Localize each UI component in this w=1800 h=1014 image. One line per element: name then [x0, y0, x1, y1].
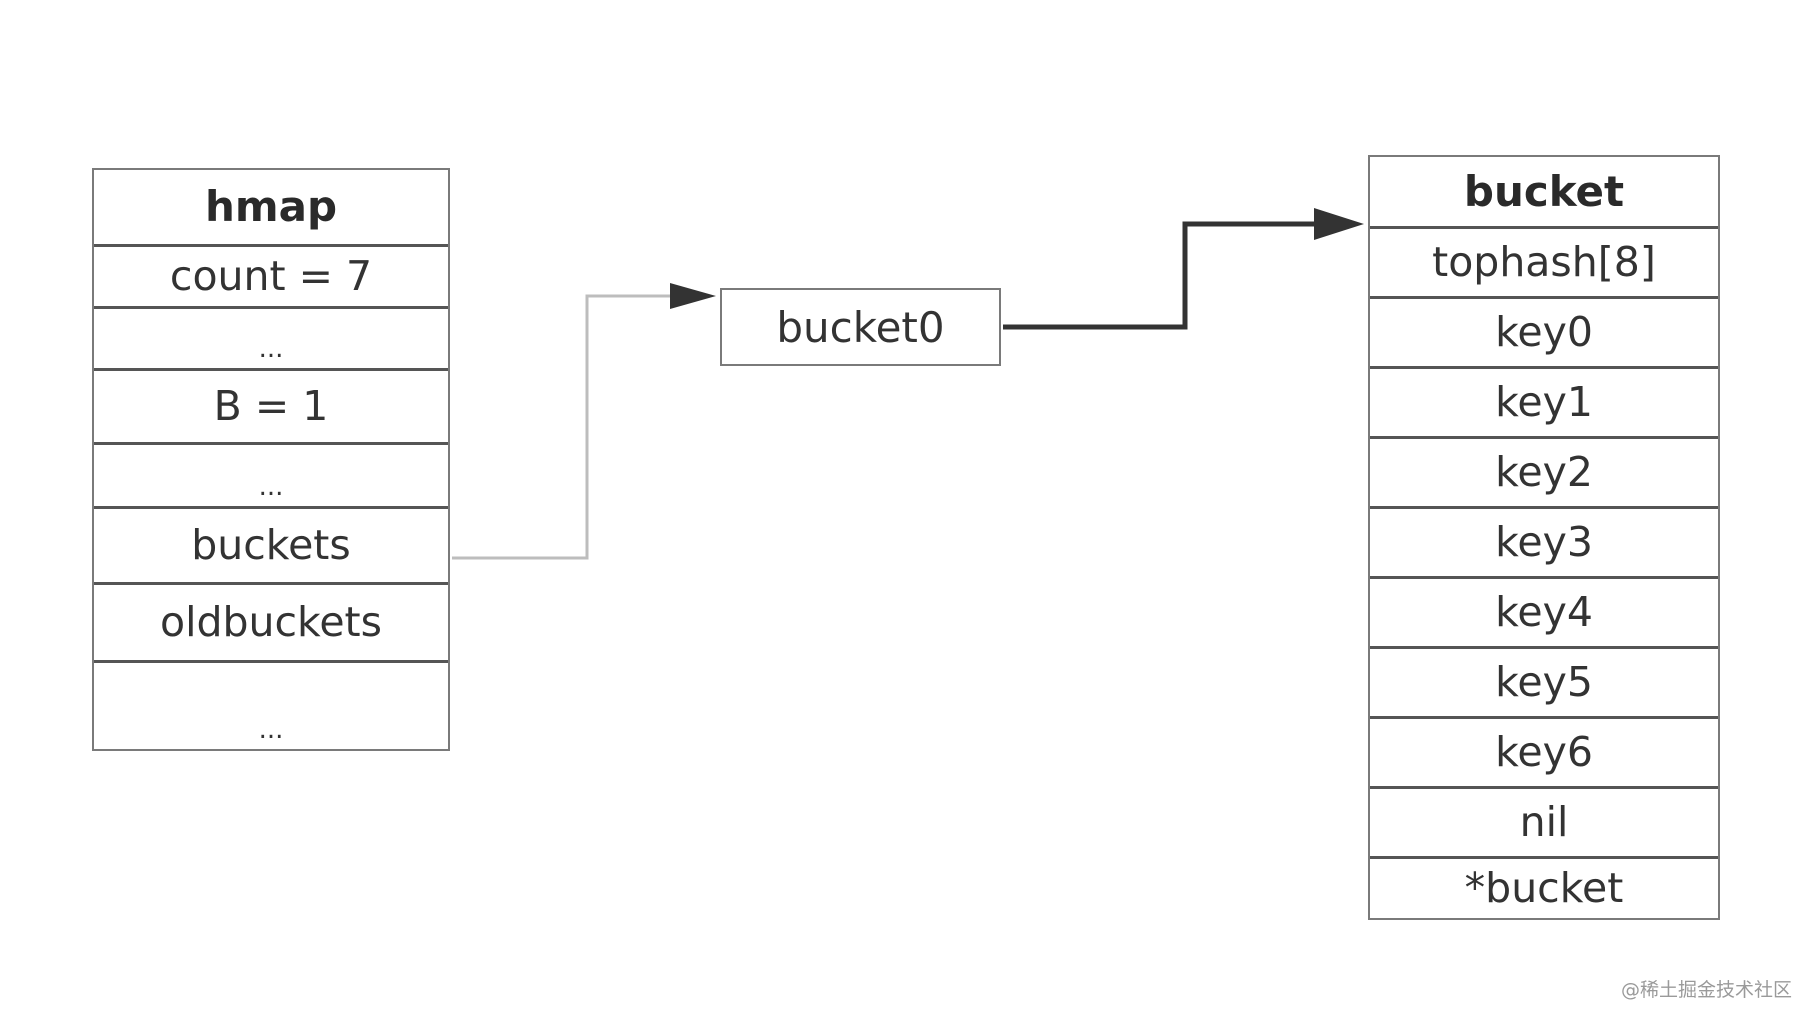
hmap-ellipsis-1: ...: [94, 306, 448, 368]
hmap-oldbuckets-field: oldbuckets: [94, 582, 448, 660]
hmap-title: hmap: [204, 182, 338, 231]
buckets-to-bucket0-arrow: [452, 283, 716, 560]
bucket-key4-field: key4: [1370, 576, 1718, 646]
hmap-count-field: count = 7: [94, 244, 448, 306]
bucket-title: bucket: [1463, 166, 1625, 216]
bucket-overflow-field: *bucket: [1370, 856, 1718, 917]
bucket0-node: bucket0: [720, 288, 1001, 366]
bucket-key6-field: key6: [1370, 716, 1718, 786]
hmap-buckets-field: buckets: [94, 506, 448, 582]
bucket0-to-bucket-arrow: [1003, 208, 1364, 330]
bucket-tophash-field: tophash[8]: [1370, 226, 1718, 296]
hmap-ellipsis-2: ...: [94, 442, 448, 506]
bucket-key5-field: key5: [1370, 646, 1718, 716]
bucket-key1-field: key1: [1370, 366, 1718, 436]
bucket-nil-field: nil: [1370, 786, 1718, 856]
hmap-table: hmap count = 7 ... B = 1 ... buckets old…: [92, 168, 450, 751]
hmap-ellipsis-3: ...: [94, 660, 448, 749]
bucket-key3-field: key3: [1370, 506, 1718, 576]
bucket-key0-field: key0: [1370, 296, 1718, 366]
bucket-table: bucket tophash[8] key0 key1 key2 key3 ke…: [1368, 155, 1720, 920]
watermark: @稀土掘金技术社区: [1620, 979, 1792, 1001]
bucket-key2-field: key2: [1370, 436, 1718, 506]
bucket0-label: bucket0: [776, 302, 945, 352]
hmap-b-field: B = 1: [94, 368, 448, 442]
